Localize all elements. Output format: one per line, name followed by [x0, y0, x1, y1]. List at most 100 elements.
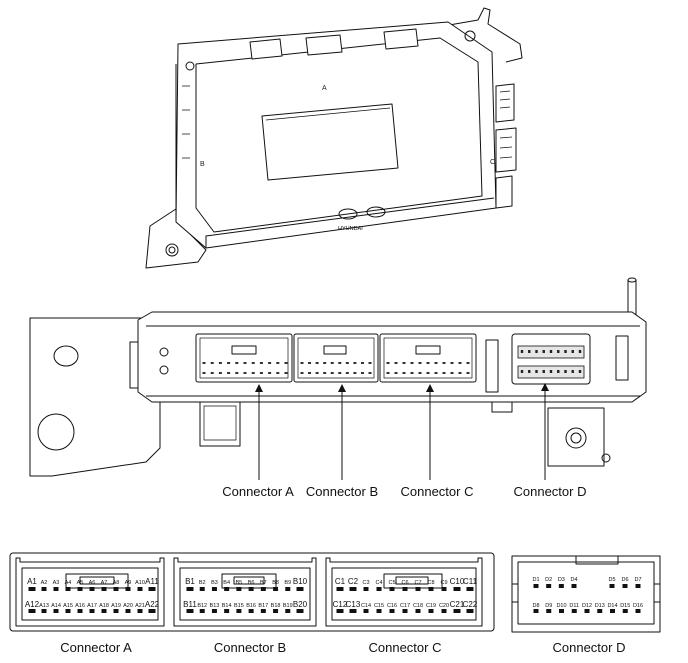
pin-contact — [428, 587, 434, 591]
pin-contact — [148, 587, 156, 591]
pin-label: A8 — [113, 580, 120, 586]
socket-pin — [345, 372, 349, 374]
pin-label: A17 — [87, 603, 97, 609]
pin-contact — [65, 587, 71, 591]
pin-contact — [597, 609, 603, 613]
pin-label: A11 — [145, 577, 159, 586]
socket-pin — [284, 362, 288, 364]
pin-contact — [559, 609, 564, 613]
pin-contact — [533, 584, 539, 588]
socket-pin — [466, 362, 470, 364]
socket-pin — [276, 362, 280, 364]
pin-label: D15 — [620, 603, 630, 609]
pin-label: A5 — [77, 580, 84, 586]
pin-label: C2 — [348, 577, 359, 586]
pin-label: B6 — [248, 580, 255, 586]
pin-contact — [41, 587, 47, 591]
socket-pin — [338, 372, 342, 374]
pin-contact — [285, 609, 291, 613]
pin-contact — [137, 587, 143, 591]
socket-pin — [202, 372, 206, 374]
pin-label: B16 — [246, 603, 256, 609]
socket-pin — [243, 372, 247, 374]
socket-pin — [549, 350, 553, 353]
pin-contact — [285, 587, 291, 591]
pin-contact — [296, 609, 304, 613]
pin-contact — [441, 587, 447, 591]
socket-pin — [394, 362, 398, 364]
pin-label: C4 — [375, 580, 382, 586]
socket-pin — [528, 350, 531, 353]
socket-pin — [410, 372, 414, 374]
socket-pin — [535, 370, 538, 373]
pin-contact — [224, 587, 230, 591]
pin-label: A9 — [125, 580, 132, 586]
socket-pin — [426, 372, 430, 374]
pin-label: C9 — [440, 580, 447, 586]
pin-contact — [77, 587, 83, 591]
pin-contact — [376, 609, 382, 613]
pin-label: B9 — [284, 580, 291, 586]
pin-contact — [113, 587, 119, 591]
pin-label: B5 — [236, 580, 243, 586]
pin-contact — [622, 584, 628, 588]
pin-label: B17 — [258, 603, 268, 609]
pin-contact — [376, 587, 382, 591]
pin-label: A22 — [145, 600, 160, 609]
socket-pin — [410, 362, 414, 364]
pin-contact — [453, 587, 461, 591]
pin-label: D10 — [556, 603, 566, 609]
socket-pin — [353, 372, 357, 374]
socket-pin — [300, 362, 304, 364]
module-mark-c: C — [490, 159, 495, 166]
pin-label: B12 — [197, 603, 207, 609]
pin-label: A2 — [41, 580, 48, 586]
pin-label: A4 — [65, 580, 72, 586]
module-mark-b: B — [200, 161, 205, 168]
socket-pin — [368, 372, 372, 374]
pin-contact — [635, 584, 641, 588]
socket-pin — [458, 362, 462, 364]
pin-label: C3 — [362, 580, 369, 586]
pin-label: C21 — [450, 600, 465, 609]
socket-pin — [345, 362, 349, 364]
pin-label: A6 — [89, 580, 96, 586]
socket-pin — [402, 362, 406, 364]
socket-pin — [426, 362, 430, 364]
callout-connector-b: Connector B — [306, 484, 378, 499]
pin-contact — [77, 609, 83, 613]
socket-pin — [315, 362, 319, 364]
socket-pin — [360, 372, 364, 374]
pin-contact — [186, 587, 194, 591]
pin-contact — [635, 609, 641, 613]
pin-label: D9 — [545, 603, 552, 609]
socket-pin — [323, 362, 327, 364]
pin-contact — [336, 587, 344, 591]
pin-contact — [260, 609, 266, 613]
pin-contact — [101, 587, 107, 591]
pin-contact — [199, 609, 205, 613]
socket-pin — [323, 372, 327, 374]
socket-pin — [227, 372, 231, 374]
pin-contact — [186, 609, 194, 613]
caption-connector-a: Connector A — [60, 640, 132, 655]
pin-label: B18 — [271, 603, 281, 609]
pin-label: C20 — [439, 603, 449, 609]
pin-contact — [584, 609, 590, 613]
pin-label: C19 — [426, 603, 436, 609]
socket-pin — [557, 350, 560, 353]
socket-pin — [442, 372, 446, 374]
socket-pin — [218, 362, 222, 364]
callout-connector-a: Connector A — [222, 484, 294, 499]
pin-label: B19 — [283, 603, 293, 609]
pin-contact — [622, 609, 628, 613]
caption-connector-b: Connector B — [214, 640, 286, 655]
socket-pin — [535, 350, 538, 353]
pin-label: D14 — [607, 603, 617, 609]
pin-label: D12 — [582, 603, 592, 609]
pin-contact — [363, 587, 369, 591]
pin-label: C18 — [413, 603, 423, 609]
socket-pin — [542, 370, 545, 373]
